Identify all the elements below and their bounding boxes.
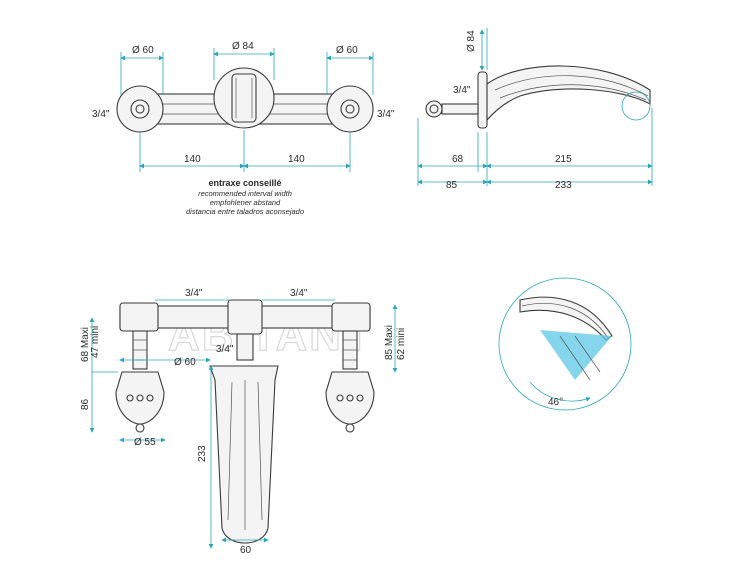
dim-top-dia-right: Ø 60 — [336, 45, 358, 56]
dim-top-thread-right: 3/4" — [377, 109, 395, 120]
caption-es: distancia entre taladros aconsejado — [186, 207, 304, 216]
side-view: Ø 84 3/4" 68 215 85 233 — [417, 28, 653, 191]
dim-front-spout-width: 60 — [240, 545, 252, 556]
dim-front-left-86: 86 — [80, 398, 91, 410]
dim-side-68: 68 — [452, 154, 464, 165]
dim-top-thread-left: 3/4" — [92, 109, 110, 120]
dim-front-spout-length: 233 — [197, 445, 208, 462]
caption-fr: entraxe conseillé — [208, 178, 281, 188]
side-wall-plate — [477, 71, 488, 129]
side-connector — [425, 100, 443, 118]
side-spout — [486, 65, 651, 122]
dim-front-right-max: 85 Maxi — [384, 325, 395, 360]
dim-side-thread: 3/4" — [453, 85, 471, 96]
dim-side-233: 233 — [555, 180, 572, 191]
dim-front-dia60: Ø 60 — [174, 357, 196, 368]
front-right-handle — [325, 371, 375, 425]
dim-top-spacing-left: 140 — [184, 154, 201, 165]
dim-detail-angle: 46° — [548, 397, 563, 408]
detail-water-jet — [540, 330, 612, 380]
dim-top-dia-center: Ø 84 — [232, 41, 254, 52]
top-left-valve — [116, 85, 164, 133]
dim-front-thread-center: 3/4" — [216, 344, 234, 355]
dim-front-dia55: Ø 55 — [134, 437, 156, 448]
top-right-valve — [326, 85, 374, 133]
top-view: Ø 60 Ø 84 Ø 60 3/4" 3/4" 140 140 entraxe… — [92, 41, 395, 216]
dim-side-85: 85 — [446, 180, 458, 191]
dim-side-dia: Ø 84 — [466, 30, 477, 52]
dim-front-thread-right: 3/4" — [290, 288, 308, 299]
dim-side-215: 215 — [555, 154, 572, 165]
dim-front-thread-left: 3/4" — [185, 288, 203, 299]
dim-front-right-min: 62 mini — [396, 328, 407, 360]
front-view: 3/4" 3/4" 3/4" Ø 60 Ø 55 68 Maxi 47 mini… — [80, 288, 407, 556]
dim-front-left-max: 68 Maxi — [80, 327, 91, 362]
dim-top-spacing-right: 140 — [288, 154, 305, 165]
dim-top-dia-left: Ø 60 — [132, 45, 154, 56]
side-detail-circle — [621, 91, 651, 121]
front-left-handle — [115, 371, 165, 425]
detail-circle — [498, 277, 632, 411]
caption-en: recommended interval width — [198, 189, 292, 198]
detail-view: 46° — [498, 277, 632, 411]
caption-de: empfohlener abstand — [210, 198, 281, 207]
dim-front-left-min: 47 mini — [90, 326, 101, 358]
front-spout — [209, 365, 279, 544]
